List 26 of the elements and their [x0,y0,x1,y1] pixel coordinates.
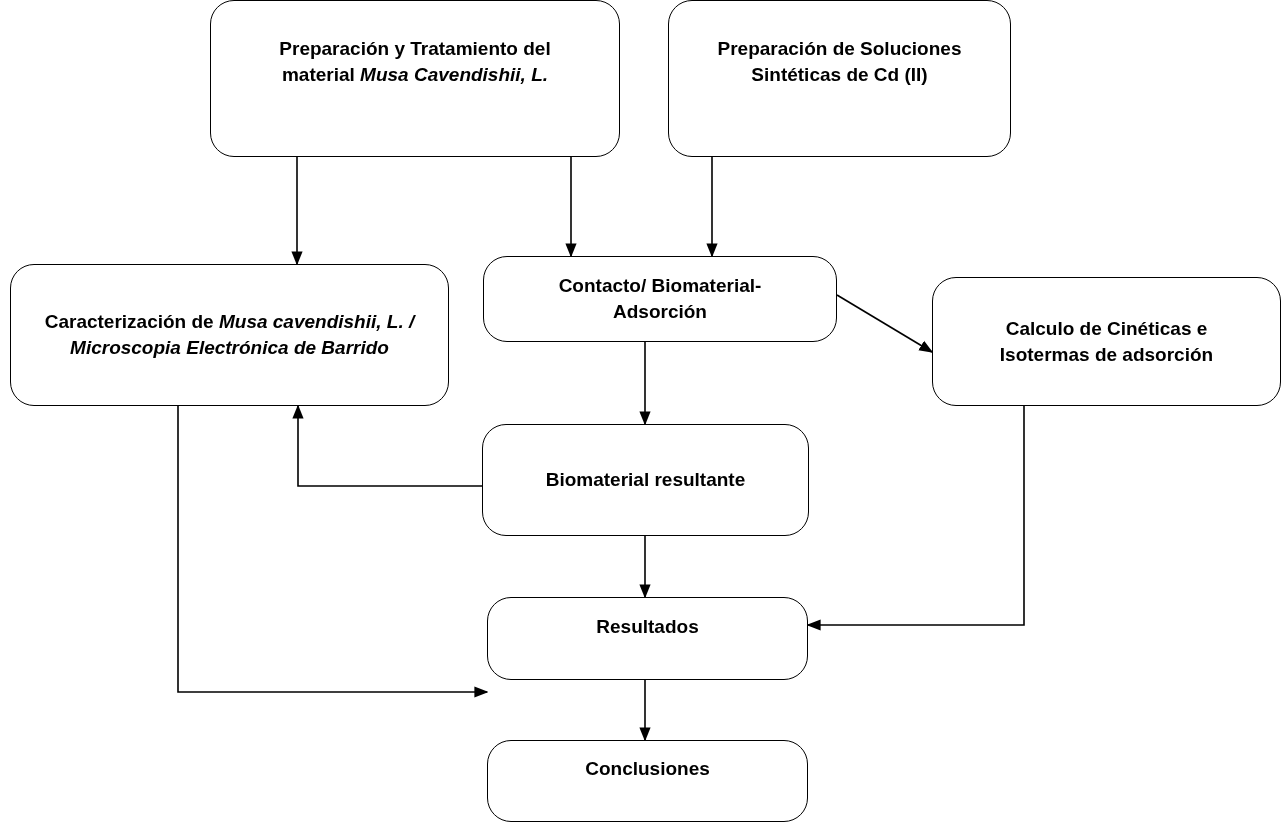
process-box [487,740,808,822]
box-label: Contacto/ Biomaterial- Adsorción [557,274,763,324]
arrow [292,404,483,487]
box-label: Caracterización de Musa cavendishii, L. / Microscopia Electrónica de Barrido [43,310,417,360]
process-box [932,277,1281,406]
process-box [10,264,449,406]
box-label: Preparación y Tratamiento del material Musa Cavendishii, L. [278,36,552,87]
process-box [487,597,808,680]
arrow [291,156,303,266]
arrow [806,405,1025,631]
arrow [639,535,651,599]
box-label: Resultados [596,614,699,639]
process-box [483,256,837,342]
process-box [210,0,620,157]
arrow [706,156,718,258]
box-label: Conclusiones [585,757,710,782]
box-label: Preparación de Soluciones Sintéticas de Cd (II) [716,36,963,87]
arrow [177,405,489,698]
arrow [836,294,934,353]
box-label: Biomaterial resultante [545,468,746,493]
arrow [639,341,651,426]
arrow [565,156,577,258]
process-box [482,424,809,536]
box-label: Calculo de Cinéticas e Isotermas de adsorción [998,316,1215,367]
process-box [668,0,1011,157]
arrow [639,679,651,742]
